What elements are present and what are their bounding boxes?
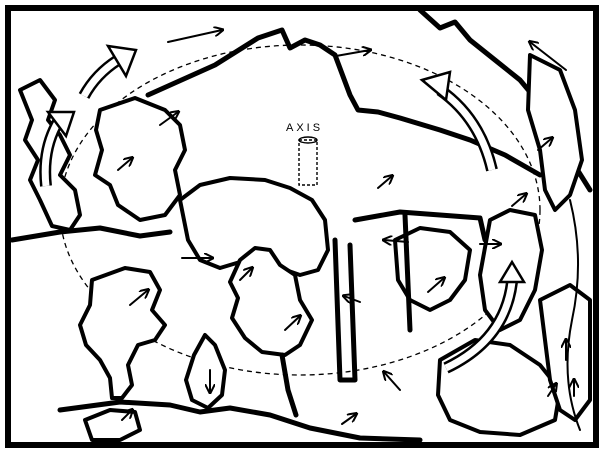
axis-label: AXIS [286, 122, 323, 134]
